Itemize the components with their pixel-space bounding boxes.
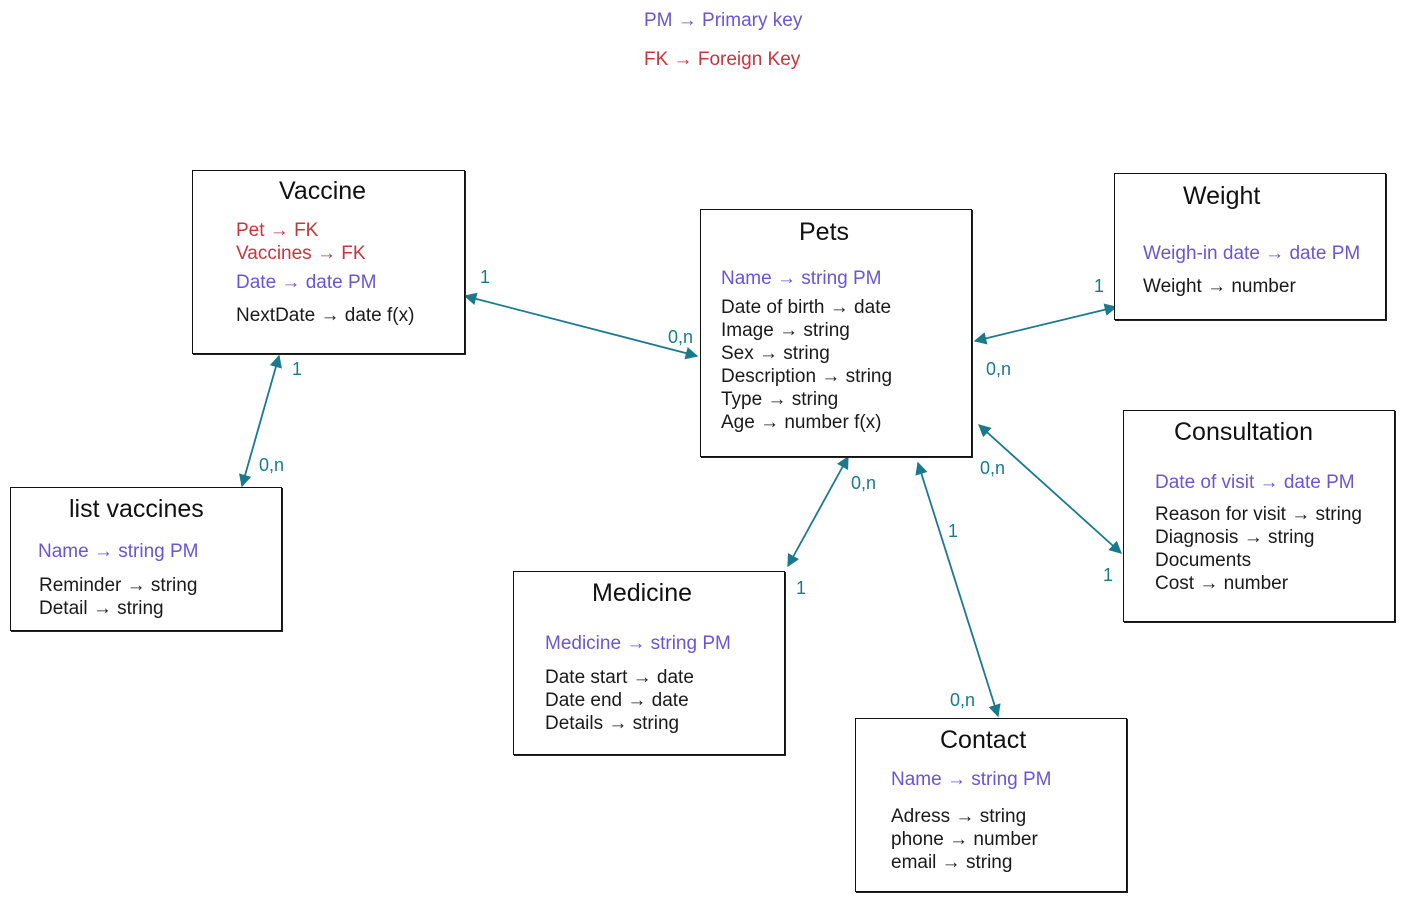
entity-attribute: Name → string PM [721, 268, 882, 289]
entity-title: list vaccines [69, 495, 204, 523]
entity-attribute: Weight → number [1143, 276, 1296, 297]
entity-attribute: Date of visit → date PM [1155, 472, 1355, 493]
entity-consultation[interactable]: Consultation Date of visit → date PM Rea… [1123, 410, 1395, 622]
entity-attribute: Date end → date [545, 690, 689, 711]
entity-attribute: Date of birth → date [721, 297, 892, 318]
cardinality-label: 0,n [986, 359, 1012, 379]
entity-attribute: Reminder → string [39, 575, 198, 596]
entity-attribute: Name → string PM [38, 541, 199, 562]
entity-attribute: Details → string [545, 713, 680, 734]
entity-attribute: Image → string [721, 320, 850, 341]
entity-pets[interactable]: Pets Name → string PM Date of birth → da… [700, 209, 972, 457]
legend-primary-key: PM → Primary key [644, 10, 803, 31]
cardinality-label: 1 [796, 578, 807, 598]
link-vaccine-pets [463, 292, 699, 360]
entity-attribute: Weigh-in date → date PM [1143, 243, 1361, 264]
entity-title: Pets [799, 218, 850, 246]
link-vaccine-list-vaccines [239, 354, 282, 488]
entity-attribute: Diagnosis → string [1155, 527, 1315, 548]
entity-list-vaccines[interactable]: list vaccines Name → string PM Reminder … [10, 487, 282, 631]
entity-attribute: Date start → date [545, 667, 694, 688]
entity-attribute: Age → number f(x) [721, 412, 882, 433]
cardinality-label: 0,n [950, 690, 976, 710]
entity-title: Vaccine [279, 177, 367, 205]
entity-attribute: Cost → number [1155, 573, 1289, 594]
entity-attribute: Type → string [721, 389, 839, 410]
cardinality-label: 1 [1103, 565, 1114, 585]
cardinality-label: 1 [1094, 276, 1105, 296]
entity-attribute: Name → string PM [891, 769, 1052, 790]
link-consultation-pets [978, 424, 1122, 554]
link-weight-pets [973, 303, 1118, 345]
entity-weight[interactable]: Weight Weigh-in date → date PM Weight → … [1114, 173, 1386, 320]
entity-attribute: email → string [891, 852, 1013, 873]
link-medicine-pets [787, 455, 849, 568]
entity-title: Weight [1183, 182, 1261, 210]
cardinality-label: 1 [480, 267, 491, 287]
entity-attribute: Vaccines → FK [236, 243, 366, 264]
entity-attribute: Medicine → string PM [545, 633, 731, 654]
entity-attribute: Documents [1155, 550, 1252, 571]
cardinality-label: 0,n [980, 458, 1006, 478]
cardinality-label: 0,n [851, 473, 877, 493]
entity-title: Contact [940, 726, 1027, 754]
entity-attribute: Adress → string [891, 806, 1027, 827]
entity-attribute: NextDate → date f(x) [236, 305, 415, 326]
entity-attribute: Pet → FK [236, 220, 319, 241]
entity-title: Medicine [592, 579, 693, 607]
link-contact-pets [915, 461, 1001, 718]
cardinality-label: 0,n [259, 455, 285, 475]
entity-contact[interactable]: Contact Name → string PM Adress → string… [855, 718, 1127, 892]
entity-attribute: Reason for visit → string [1155, 504, 1362, 525]
entity-vaccine[interactable]: Vaccine Pet → FK Vaccines → FK Date → da… [192, 170, 465, 354]
entity-attribute: Sex → string [721, 343, 830, 364]
entity-medicine[interactable]: Medicine Medicine → string PM Date start… [513, 571, 785, 755]
entity-attribute: Description → string [721, 366, 893, 387]
cardinality-label: 1 [948, 521, 959, 541]
legend-foreign-key: FK → Foreign Key [644, 49, 801, 70]
entity-attribute: Detail → string [39, 598, 164, 619]
cardinality-label: 1 [292, 359, 303, 379]
entity-attribute: Date → date PM [236, 272, 377, 293]
cardinality-label: 0,n [668, 327, 694, 347]
entity-attribute: phone → number [891, 829, 1038, 850]
entity-title: Consultation [1174, 418, 1313, 446]
